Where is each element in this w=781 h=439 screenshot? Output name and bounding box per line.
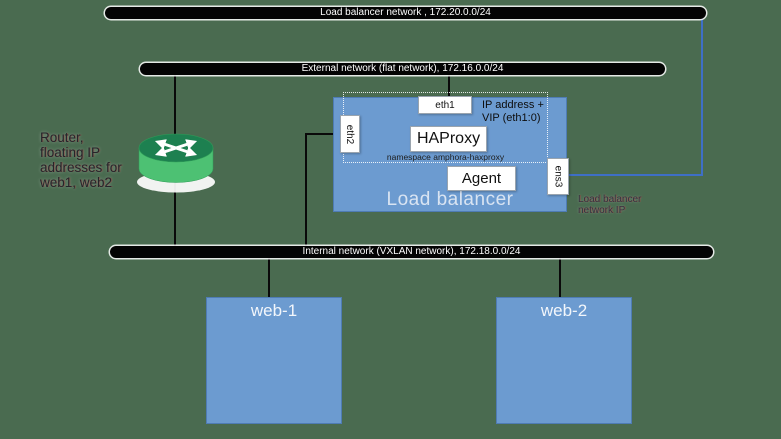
agent-node: Agent xyxy=(447,166,516,191)
web2-label: web-2 xyxy=(540,301,588,320)
haproxy-label: HAProxy xyxy=(416,130,481,147)
router-note-line4: web1, web2 xyxy=(40,175,113,190)
ens3-interface: ens3 xyxy=(547,158,569,195)
eth2-interface: eth2 xyxy=(340,115,360,153)
load-balancer-box xyxy=(333,97,567,212)
eth2-link-line-horizontal xyxy=(305,133,341,135)
agent-label: Agent xyxy=(461,170,502,187)
ens3-label: ens3 xyxy=(552,165,564,188)
external-network-label: External network (flat network), 172.16.… xyxy=(301,63,504,74)
eth1-label: eth1 xyxy=(435,99,455,111)
external-network-bus: External network (flat network), 172.16.… xyxy=(140,63,665,75)
web1-server-box: web-1 xyxy=(206,297,342,424)
lb-network-ip-note: Load balancer network IP xyxy=(578,194,641,216)
web2-link-line xyxy=(559,258,561,297)
load-balancer-network-bus: Load balancer network , 172.20.0.0/24 xyxy=(105,7,706,19)
internal-network-label: Internal network (VXLAN network), 172.18… xyxy=(302,246,521,257)
namespace-label: namespace amphora-haxproxy xyxy=(386,152,505,162)
vip-note: IP address + VIP (eth1:0) xyxy=(482,99,562,125)
web1-link-line xyxy=(268,258,270,297)
vip-note-line1: IP address + xyxy=(482,99,544,111)
router-note: Router, floating IP addresses for web1, … xyxy=(40,130,122,190)
vip-note-line2: VIP (eth1:0) xyxy=(482,112,541,124)
external-eth1-link-line xyxy=(448,75,450,97)
web2-server-box: web-2 xyxy=(496,297,632,424)
ens3-lbnetwork-link-horizontal xyxy=(569,174,703,176)
haproxy-node: HAProxy xyxy=(410,126,487,152)
eth2-internal-link-line xyxy=(305,133,307,246)
load-balancer-title: Load balancer xyxy=(386,189,514,210)
router-note-line3: addresses for xyxy=(40,160,122,175)
web1-label: web-1 xyxy=(250,301,298,320)
load-balancer-network-label: Load balancer network , 172.20.0.0/24 xyxy=(320,7,491,18)
eth1-interface: eth1 xyxy=(418,96,472,114)
router-note-line1: Router, xyxy=(40,130,84,145)
ens3-lbnetwork-link-vertical xyxy=(701,18,703,176)
router-icon xyxy=(136,126,216,198)
lb-network-ip-note-line1: Load balancer xyxy=(578,194,642,205)
internal-network-bus: Internal network (VXLAN network), 172.18… xyxy=(110,246,713,258)
eth2-label: eth2 xyxy=(344,124,356,144)
lb-network-ip-note-line2: network IP xyxy=(578,205,626,216)
router-note-line2: floating IP xyxy=(40,145,101,160)
